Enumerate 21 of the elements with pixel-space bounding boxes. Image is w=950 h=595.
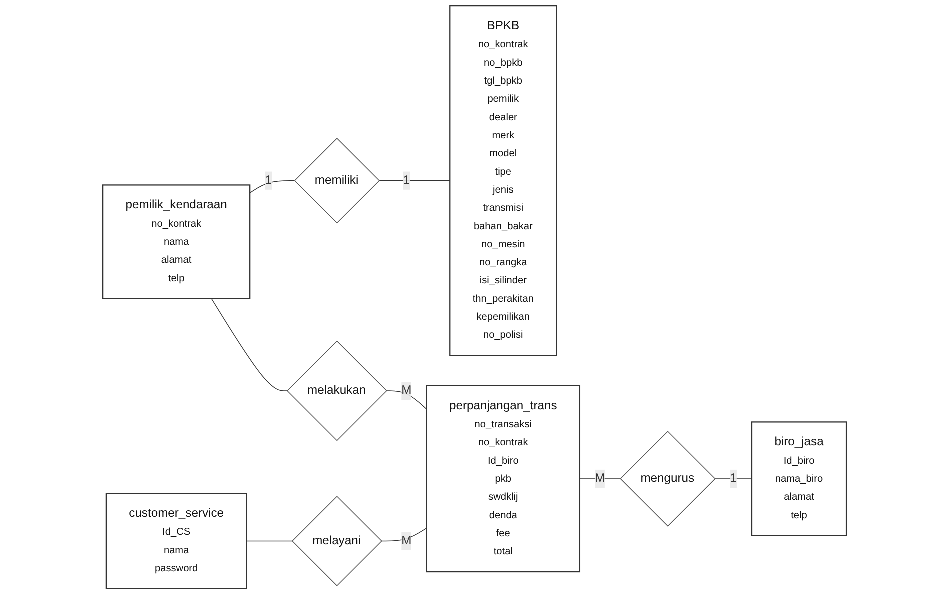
edge-label: 1 (730, 472, 738, 486)
node-box: customer_service Id_CS nama password (106, 493, 248, 590)
edge-label: M (595, 472, 606, 486)
connector (378, 180, 451, 182)
connector (211, 298, 288, 392)
node-diamond: memiliki (294, 138, 380, 224)
connector (714, 478, 753, 480)
connector (246, 540, 293, 542)
connector (386, 390, 428, 410)
edge-label: M (402, 384, 412, 398)
edge-label: 1 (404, 174, 410, 187)
node-diamond: mengurus (620, 431, 716, 527)
node-box: biro_jasa Id_biro nama_biro alamat telp (752, 422, 848, 536)
node-box: perpanjangan_trans no_transaksi no_kontrak Id_biro pkb swdklij denda fee total (426, 385, 581, 573)
node-diamond: melakukan (287, 340, 388, 442)
node-diamond: melayani (292, 496, 383, 586)
edge-label: M (402, 534, 412, 548)
node-box: pemilik_kendaraan no_kontrak nama alamat telp (102, 184, 251, 300)
connector (250, 180, 296, 194)
node-box: BPKB no_kontrak no_bpkb tgl_bpkb pemilik dealer merk model tipe jenis transmisi bahan_bakar no_mesin no_rangka isi_silinder thn_perakitan kepemilikan no_polisi (450, 5, 558, 356)
edge-label: 1 (265, 174, 272, 187)
